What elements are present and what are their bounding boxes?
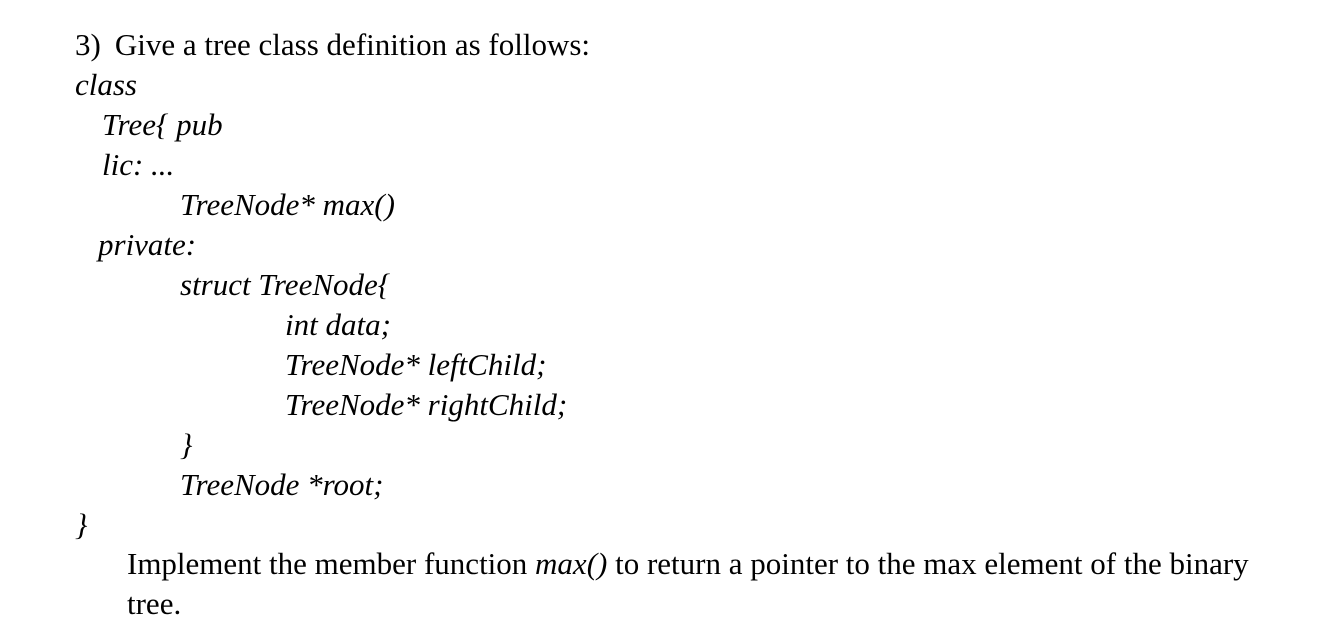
code-line-private: private: — [98, 227, 197, 262]
instruction-function-name: max() — [535, 546, 608, 581]
instruction-text-after: to return a pointer to the max element o… — [127, 546, 1249, 621]
code-line-data: int data; — [285, 307, 391, 342]
code-line-struct: struct TreeNode{ — [180, 267, 391, 302]
question-number: 3) — [75, 27, 101, 62]
code-line-leftchild: TreeNode* leftChild; — [285, 347, 547, 382]
code-line-public: lic: ... — [102, 147, 175, 182]
code-line-max-decl: TreeNode* max() — [180, 187, 395, 222]
code-line-struct-close: } — [180, 427, 193, 462]
instruction-text-before: Implement the member function — [127, 546, 536, 581]
instruction-paragraph: Implement the member function max() to r… — [127, 544, 1307, 624]
code-line-class: class — [75, 67, 137, 102]
code-line-root: TreeNode *root; — [180, 467, 384, 502]
code-line-rightchild: TreeNode* rightChild; — [285, 387, 568, 422]
code-line-class-close: } — [75, 507, 88, 542]
question-intro: Give a tree class definition as follows: — [114, 27, 591, 62]
code-line-tree: Tree{ pub — [102, 107, 223, 142]
question-heading: 3) Give a tree class definition as follow… — [75, 25, 590, 65]
